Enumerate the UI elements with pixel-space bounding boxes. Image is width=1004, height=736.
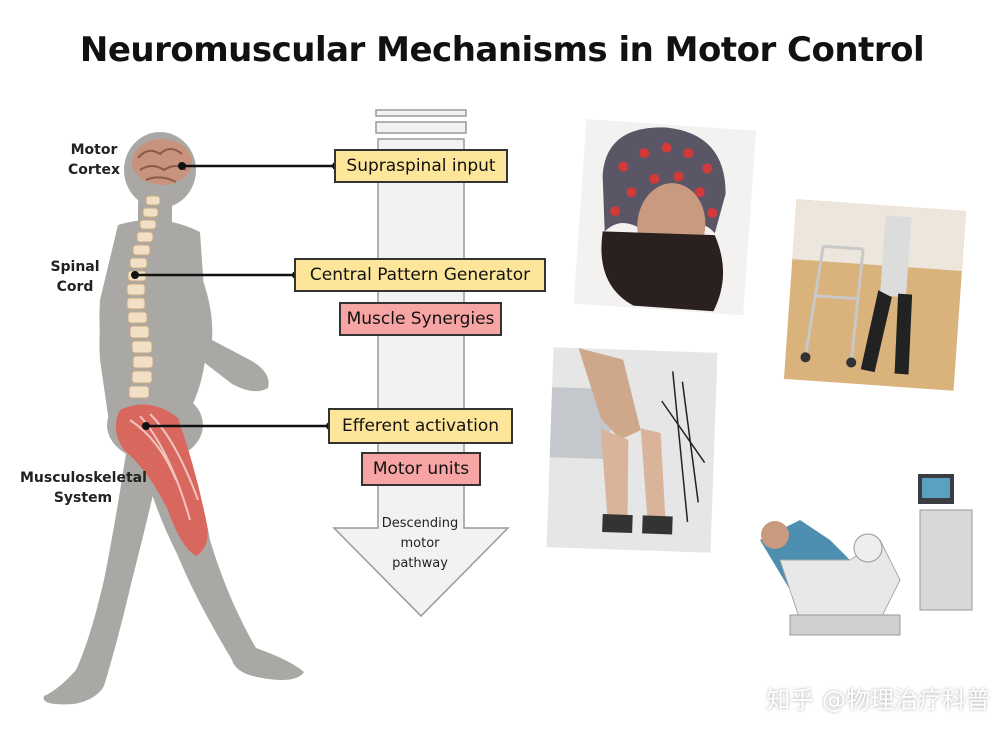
spine-icon <box>126 195 161 399</box>
watermark: 知乎 @物理治疗科普 <box>766 686 990 714</box>
box-motor-units: Motor units <box>361 452 481 486</box>
photo-eeg-cap <box>573 118 757 316</box>
label-musculoskeletal-system: Musculoskeletal System <box>20 470 147 506</box>
photo-seated-emg <box>546 347 718 553</box>
box-efferent-activation: Efferent activation <box>328 408 513 444</box>
box-central-pattern-generator: Central Pattern Generator <box>294 258 546 292</box>
arrow-label: Descending motor pathway <box>381 516 459 571</box>
box-supraspinal-input: Supraspinal input <box>334 149 508 183</box>
photo-rehab-robot <box>740 470 990 655</box>
muscle-icon <box>115 404 208 556</box>
connector-lines <box>135 164 336 428</box>
brain-icon <box>132 139 192 185</box>
photo-walker-exoskeleton <box>783 199 967 391</box>
page-title: Neuromuscular Mechanisms in Motor Contro… <box>79 30 925 70</box>
label-motor-cortex: Motor Cortex <box>67 142 120 178</box>
label-spinal-cord: Spinal Cord <box>50 259 100 295</box>
box-muscle-synergies: Muscle Synergies <box>339 302 502 336</box>
